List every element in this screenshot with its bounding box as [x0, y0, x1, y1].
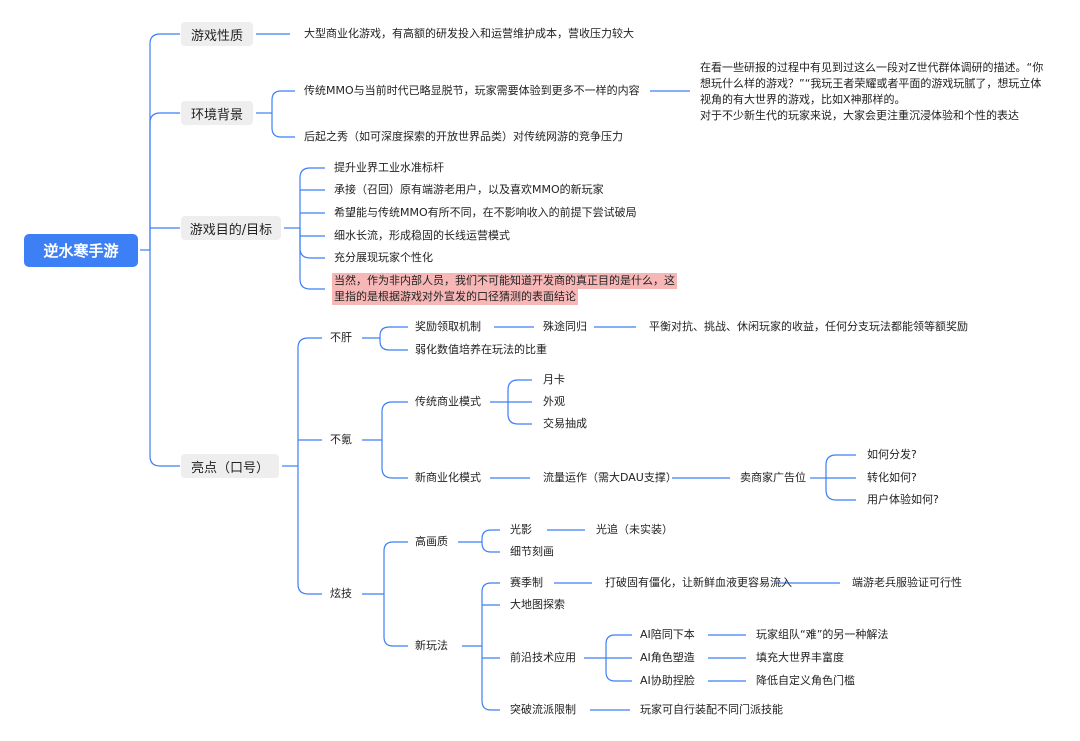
goal-item: 充分展现玩家个性化: [334, 251, 433, 264]
root-node[interactable]: 逆水寒手游: [24, 234, 138, 267]
trad-item: 交易抽成: [543, 417, 587, 430]
background-note-line-3: 视角的有大世界的游戏，比如X神那样的。: [700, 93, 906, 106]
ai-item-sub: 玩家组队“难”的另一种解法: [756, 628, 889, 641]
detail-rendering: 细节刻画: [510, 545, 554, 558]
season-verify: 端游老兵服验证可行性: [852, 576, 962, 589]
node-game-nature[interactable]: 游戏性质: [181, 22, 253, 46]
lighting: 光影: [510, 523, 532, 536]
ads-question: 用户体验如何?: [867, 493, 939, 506]
break-faction: 突破流派限制: [510, 703, 576, 716]
background-note-line-1: 在看一些研报的过程中有见到过这么一段对Z世代群体调研的描述。“你: [700, 61, 1044, 74]
ray-tracing: 光追（未实装）: [596, 523, 673, 536]
goal-item: 提升业界工业水准标杆: [334, 161, 444, 174]
background-note-line-2: 想玩什么样的游戏？”“我玩王者荣耀或者平面的游戏玩腻了，想玩立体: [700, 77, 1042, 90]
traffic-operation: 流量运作（需大DAU支撑）: [543, 471, 677, 484]
weaken-numbers: 弱化数值培养在玩法的比重: [415, 343, 547, 356]
ai-item-sub: 降低自定义角色门槛: [756, 674, 855, 687]
nature-text: 大型商业化游戏，有高额的研发投入和运营维护成本，营收压力较大: [304, 27, 634, 40]
season-benefit: 打破固有僵化，让新鲜血液更容易流入: [605, 576, 792, 589]
goal-item: 希望能与传统MMO有所不同，在不影响收入的前提下尝试破局: [334, 206, 637, 219]
reward-balance: 平衡对抗、挑战、休闲玩家的收益，任何分支玩法都能领等额奖励: [649, 320, 968, 333]
background-item-2: 后起之秀（如可深度探索的开放世界品类）对传统网游的竞争压力: [304, 130, 623, 143]
reward-same-end: 殊途同归: [543, 320, 587, 333]
faction-skills: 玩家可自行装配不同门派技能: [640, 703, 783, 716]
traditional-model: 传统商业模式: [415, 395, 481, 408]
goal-item: 细水长流，形成稳固的长线运营模式: [334, 229, 510, 242]
ai-item: AI角色塑造: [640, 651, 695, 664]
goal-note-line-2: 里指的是根据游戏对外宣发的口径猜测的表面结论: [332, 289, 578, 305]
trad-item: 月卡: [543, 373, 565, 386]
ai-item-sub: 填充大世界丰富度: [756, 651, 844, 664]
node-no-grind[interactable]: 不肝: [330, 331, 352, 344]
ai-item: AI陪同下本: [640, 628, 695, 641]
ai-item: AI协助捏脸: [640, 674, 695, 687]
background-note-line-4: 对于不少新生代的玩家来说，大家会更注重沉浸体验和个性的表达: [700, 109, 1019, 122]
ads-question: 如何分发?: [867, 448, 917, 461]
new-business-model: 新商业化模式: [415, 471, 481, 484]
sell-ads: 卖商家广告位: [740, 471, 806, 484]
ads-question: 转化如何?: [867, 471, 917, 484]
goal-item: 承接（召回）原有端游老用户，以及喜欢MMO的新玩家: [334, 183, 604, 196]
node-background[interactable]: 环境背景: [181, 101, 253, 125]
big-map: 大地图探索: [510, 598, 565, 611]
node-no-pay[interactable]: 不氪: [330, 433, 352, 446]
high-quality: 高画质: [415, 535, 448, 548]
trad-item: 外观: [543, 395, 565, 408]
season-system: 赛季制: [510, 576, 543, 589]
goal-note-line-1: 当然，作为非内部人员，我们不可能知道开发商的真正目的是什么，这: [332, 273, 677, 289]
new-gameplay: 新玩法: [415, 639, 448, 652]
node-showcase[interactable]: 炫技: [330, 587, 352, 600]
node-highlights[interactable]: 亮点（口号）: [181, 454, 279, 478]
frontier-tech: 前沿技术应用: [510, 651, 576, 664]
reward-mechanism: 奖励领取机制: [415, 320, 481, 333]
background-item-1: 传统MMO与当前时代已略显脱节，玩家需要体验到更多不一样的内容: [304, 84, 640, 97]
node-goals[interactable]: 游戏目的/目标: [181, 216, 281, 240]
